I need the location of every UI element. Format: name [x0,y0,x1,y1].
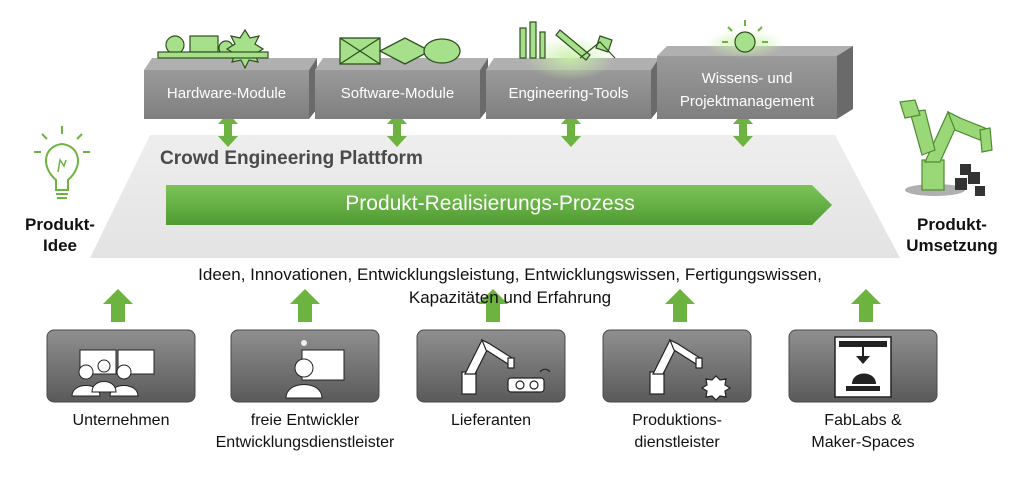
contribution-arrow-3 [478,289,508,322]
contributor-label-5-line1: FabLabs & [824,412,902,429]
contributor-label-3: Lieferanten [401,410,581,432]
module-connector-arrows [218,113,753,147]
connector-arrow-4 [733,113,753,147]
contribution-arrow-2 [290,289,320,322]
module-label-software: Software-Module [340,85,455,102]
contributor-box-5 [788,329,938,403]
platform-title: Crowd Engineering Plattform [160,148,423,169]
contributor-label-4-line1: Produktions- [632,412,722,429]
contribution-arrow-5 [851,289,881,322]
contributor-label-1-line1: Unternehmen [72,412,170,429]
contributor-box-3 [416,329,566,403]
contributions-line2: Kapazitäten und Erfahrung [408,288,612,307]
connector-arrow-2 [387,113,407,147]
group-icon [71,349,155,397]
contributor-label-4: Produktions- dienstleister [587,410,767,454]
robot-arm-icon-large [899,99,993,196]
contribution-arrows [103,289,881,322]
contributor-label-5: FabLabs & Maker-Spaces [773,410,953,454]
module-label-engineering-tools: Engineering-Tools [508,85,629,102]
module-box-4 [657,46,853,119]
contributor-label-4-line2: dienstleister [634,434,720,451]
product-realization-label: Produkt- Umsetzung [888,214,1016,256]
contributor-label-2-line1: freie Entwickler [250,412,360,429]
lightbulb-icon [34,126,90,199]
network-icon [339,37,461,65]
module-label-hardware: Hardware-Module [166,85,287,102]
process-label: Produkt-Realisierungs-Prozess [345,192,635,215]
idea-icon [705,20,785,58]
3d-printer-icon [834,336,892,398]
contributor-box-1 [46,329,196,403]
contributions-text: Ideen, Innovationen, Entwicklungsleistun… [90,263,930,309]
robot-arm-icon [461,338,551,395]
product-realization-line2: Umsetzung [906,236,998,255]
contributor-label-2-line2: Entwicklungsdienstleister [215,434,395,451]
contributor-label-5-line2: Maker-Spaces [811,434,915,451]
gears-icon [157,28,269,70]
contributor-label-1: Unternehmen [31,410,211,432]
contributor-label-3-line1: Lieferanten [450,412,532,429]
module-label-knowledge-2: Projektmanagement [679,93,815,110]
contribution-arrow-1 [103,289,133,322]
connector-arrow-1 [218,113,238,147]
contributor-box-4 [602,329,752,403]
tools-icon [519,21,616,80]
product-idea-line1: Produkt- [25,215,95,234]
product-idea-line2: Idee [42,236,78,255]
product-realization-line1: Produkt- [917,215,987,234]
connector-arrow-3 [561,113,581,147]
contributions-line1: Ideen, Innovationen, Entwicklungsleistun… [198,265,822,284]
contributor-label-2: freie Entwickler Entwicklungsdienstleist… [195,410,415,454]
contributor-box-2 [230,329,380,403]
process-arrow [166,185,832,225]
module-box-2 [315,58,488,119]
person-icon [285,349,345,399]
module-label-knowledge-1: Wissens- und [701,70,793,87]
robot-arm-gear-icon [649,338,732,401]
contribution-arrow-4 [665,289,695,322]
product-idea-label: Produkt- Idee [10,214,110,256]
